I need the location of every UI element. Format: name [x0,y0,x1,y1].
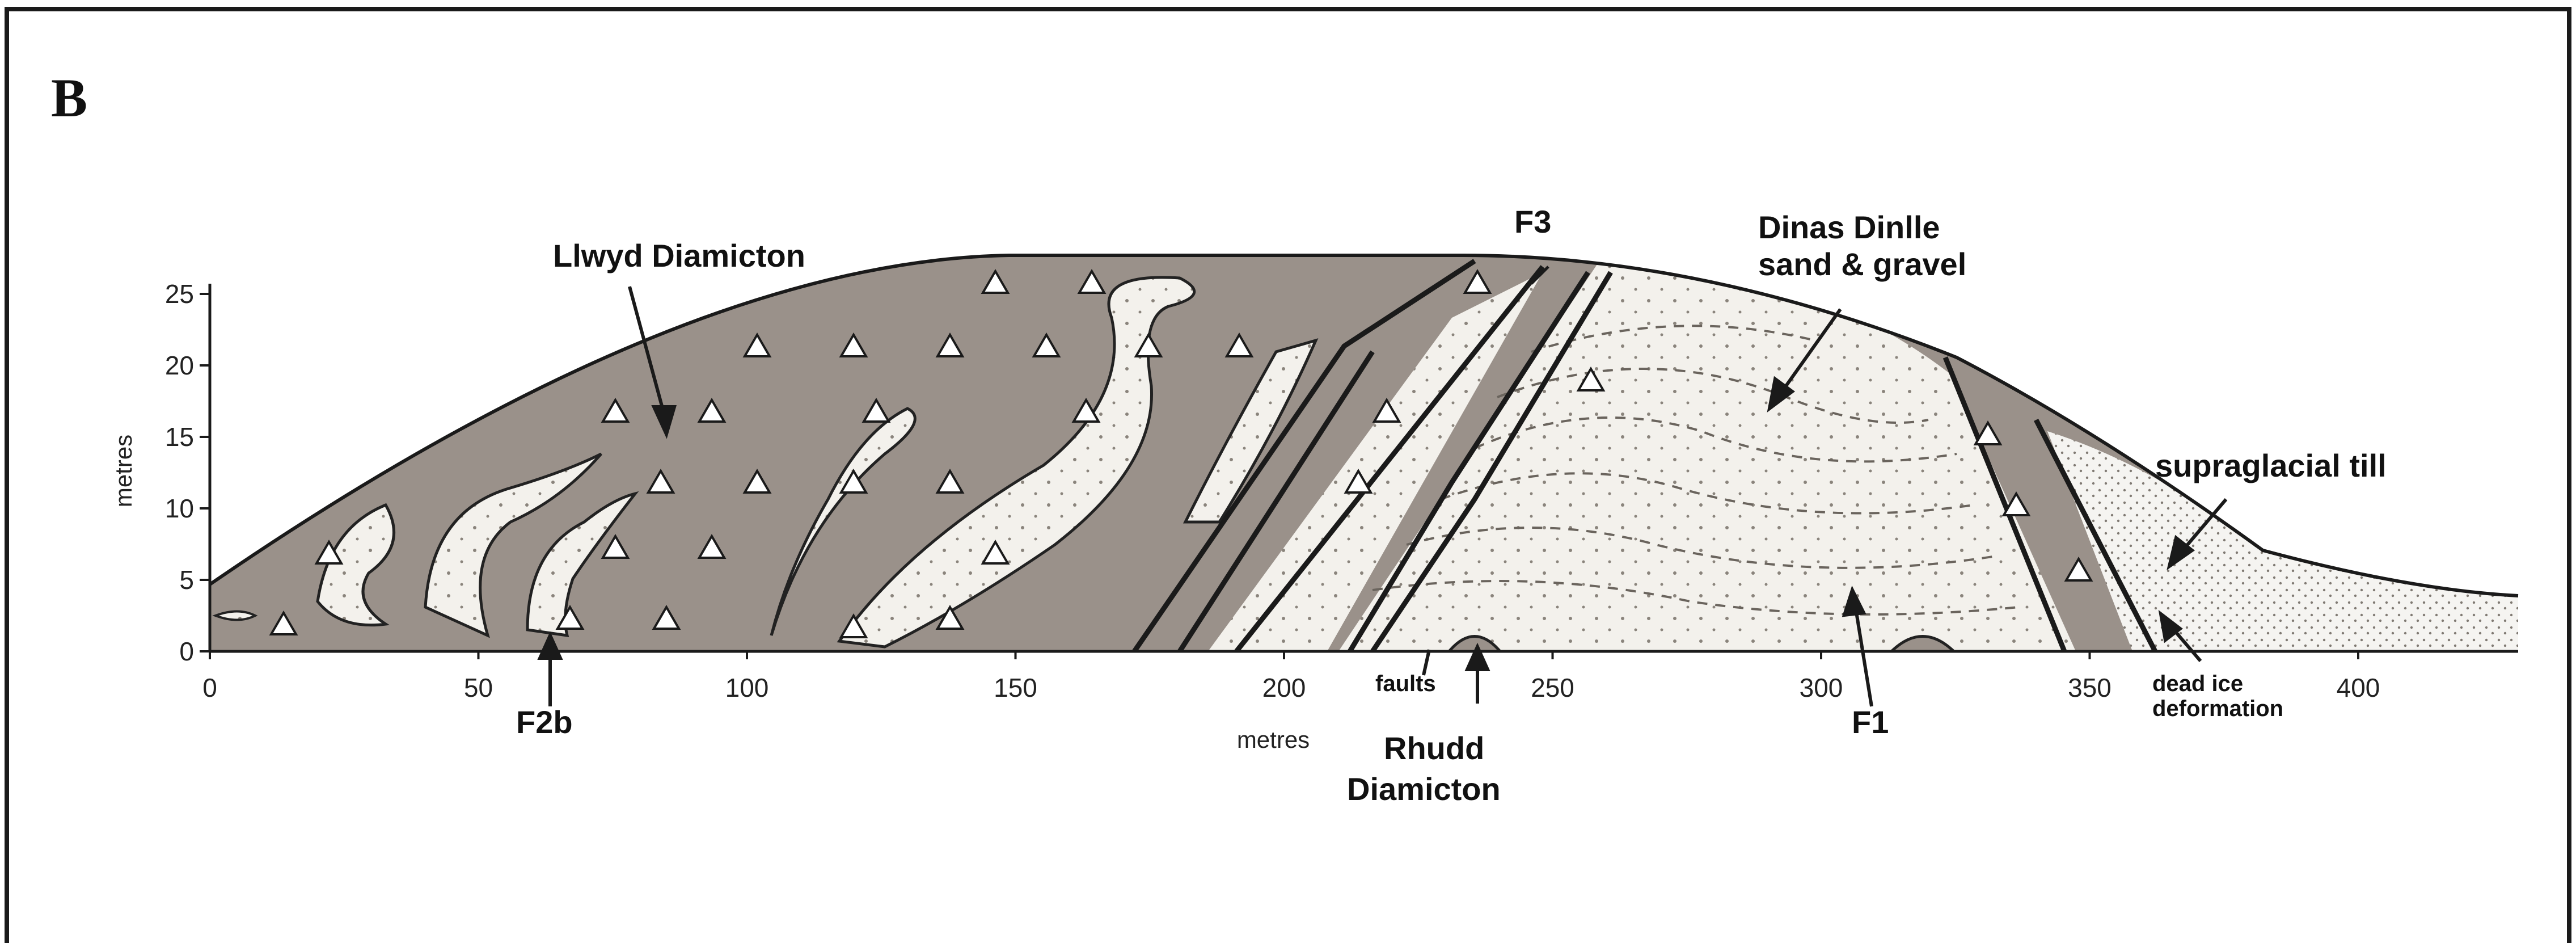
y-axis-ticks: 0 5 10 15 20 25 [165,279,210,666]
y-tick-label: 25 [165,279,194,309]
label-dead-ice-1: dead ice [2152,671,2243,696]
x-tick-label: 300 [1800,673,1843,702]
label-dinas-dinlle-1: Dinas Dinlle [1758,209,1940,245]
y-axis-title: metres [110,435,137,507]
x-tick-label: 350 [2068,673,2112,702]
y-tick-label: 0 [179,637,194,666]
y-tick-label: 5 [179,565,194,595]
label-f1: F1 [1852,704,1889,740]
label-f3: F3 [1514,204,1551,239]
label-f2b: F2b [516,704,573,740]
label-supraglacial-till: supraglacial till [2155,448,2387,483]
label-dinas-dinlle-2: sand & gravel [1758,246,1966,282]
x-tick-label: 200 [1262,673,1306,702]
sand-lens-left [216,612,255,620]
label-faults: faults [1375,671,1436,696]
label-dead-ice-2: deformation [2152,696,2283,721]
x-tick-label: 50 [464,673,493,702]
y-tick-label: 15 [165,422,194,452]
label-llwyd-diamicton: Llwyd Diamicton [553,238,805,273]
label-rhudd-1: Rhudd [1384,730,1484,766]
x-tick-label: 400 [2337,673,2380,702]
panel-letter: B [51,68,87,128]
x-tick-label: 100 [725,673,769,702]
y-tick-label: 20 [165,351,194,380]
y-tick-label: 10 [165,494,194,523]
x-axis-ticks: 0 50 100 150 200 250 300 350 400 [202,651,2380,702]
x-tick-label: 0 [202,673,217,702]
x-tick-label: 150 [994,673,1037,702]
label-rhudd-2: Diamicton [1347,771,1501,807]
x-axis-title: metres [1237,726,1310,753]
x-tick-label: 250 [1531,673,1574,702]
